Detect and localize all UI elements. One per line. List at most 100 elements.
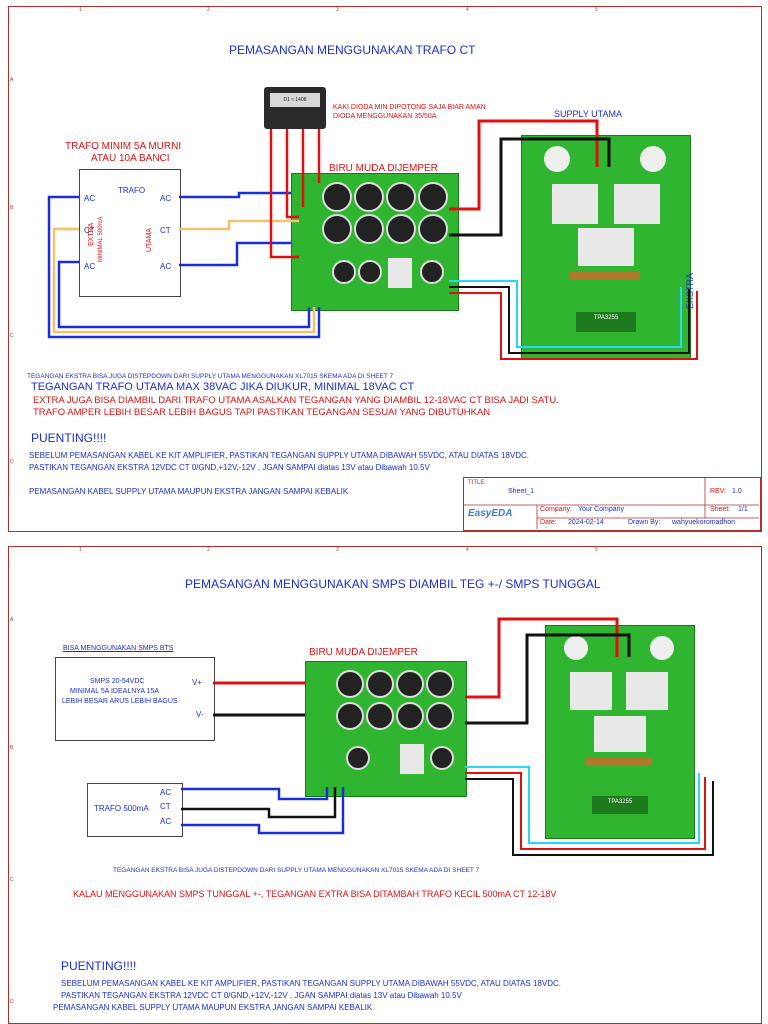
company-label: Company: [540, 506, 572, 513]
wire-cyan-extra [465, 766, 700, 844]
ruler-col-2: 2 [207, 547, 210, 553]
ac-right-bottom-label: AC [160, 262, 172, 271]
ruler-col-4: 4 [466, 7, 469, 13]
ct-label: CT [160, 802, 171, 811]
amplifier-pcb-board: TPA3255 [545, 625, 695, 839]
title-value: Sheet_1 [508, 488, 535, 495]
note-extra-2: TRAFO AMPER LEBIH BESAR LEBIH BAGUS TAPI… [33, 407, 491, 418]
wire-black-supply-gnd [465, 633, 631, 725]
biru-muda-label: BIRU MUDA DIJEMPER [309, 647, 418, 658]
sheet1-wiring [47, 119, 698, 360]
ac-bottom-label: AC [160, 817, 172, 826]
psu-pcb-board [305, 661, 467, 797]
trafo-box: TRAFO AC CT AC AC CT AC EXTRA MINIMAL 50… [79, 169, 181, 297]
ruler-row-b: B [10, 205, 14, 211]
smps-box: SMPS 20-54VDC MINIMAL 5A IDEALNYA 15A LE… [55, 657, 215, 741]
wire-red-extra [465, 772, 706, 850]
ac-left-top-label: AC [84, 194, 96, 203]
wire-blue-ac-left-top [47, 195, 321, 339]
sheet1-title: PEMASANGAN MENGGUNAKAN TRAFO CT [229, 43, 476, 57]
ruler-row-a: A [10, 617, 14, 623]
puenting-line-1: SEBELUM PEMASANGAN KABEL KE KIT AMPLIFIE… [61, 979, 561, 988]
ruler-col-3: 3 [336, 547, 339, 553]
puenting-heading: PUENTING!!!! [61, 959, 137, 973]
amplifier-pcb-board: TPA3255 [521, 135, 691, 359]
wire-blue-ac-top [181, 787, 329, 801]
trafo-500-box: TRAFO 500mA AC CT AC [87, 783, 183, 837]
ruler-row-d: D [10, 459, 14, 465]
ruler-col-3: 3 [336, 7, 339, 13]
title-label: TITLE: [468, 480, 487, 486]
company-value: Your Company [578, 506, 625, 513]
puenting-line-2: PASTIKAN TEGANGAN EKSTRA 12VDC CT 0/GND,… [29, 463, 430, 472]
vminus-label: V- [196, 710, 204, 719]
wire-blue-ac-left-bottom [57, 260, 311, 329]
kaki-note-2: DIODA MENGGUNAKAN 35/50A [333, 113, 437, 120]
wire-black-supply-gnd [449, 137, 611, 237]
rev-value: 1.0 [732, 488, 742, 495]
bridge-rectifier: D1 ≈ 1408 [264, 87, 326, 129]
note-stepdown: TEGANGAN EKSTRA BISA JUGA DISTEPDOWN DAR… [113, 867, 480, 874]
wire-yellow-ct-left [52, 227, 316, 334]
wire-yellow-ct-right [179, 219, 299, 231]
ruler-col-5: 5 [595, 547, 598, 553]
sheet-1: 1 2 3 4 5 A B C D PEMASANGAN MENGGUNAKAN… [8, 6, 762, 532]
drawn-value: wahyuekoromadhon [672, 519, 736, 526]
wire-blue-ac-bottom [181, 787, 345, 835]
note-smps-tunggal: KALAU MENGGUNAKAN SMPS TUNGGAL +-, TEGAN… [73, 889, 557, 899]
ac-left-bottom-label: AC [84, 262, 96, 271]
wire-blue-ac-right-top [179, 191, 291, 199]
wire-red-bridge-2 [285, 129, 299, 219]
kaki-note-1: KAKI DIODA MIN DIPOTONG SAJA BIAR AMAN [333, 104, 486, 111]
easyeda-logo: EasyEDA [468, 508, 513, 519]
ruler-col-1: 1 [79, 547, 82, 553]
ruler-col-2: 2 [207, 7, 210, 13]
ruler-col-1: 1 [79, 7, 82, 13]
sheet-label: Sheet: [710, 506, 731, 513]
supply-utama-label: SUPPLY UTAMA [554, 109, 623, 119]
trafo-500-label: TRAFO 500mA [94, 804, 149, 813]
ruler-row-a: A [10, 77, 14, 83]
wire-black-extra [465, 778, 714, 856]
rev-label: REV: [710, 488, 727, 495]
sheet-2: 1 2 3 4 5 A B C D PEMASANGAN MENGGUNAKAN… [8, 546, 762, 1024]
sheet2-wiring [181, 617, 714, 856]
drawn-label: Drawn By: [628, 519, 661, 526]
trafo-banci-label: ATAU 10A BANCI [91, 153, 170, 164]
trafo-minimum-label: TRAFO MINIM 5A MURNI [65, 141, 182, 152]
pcb-label-tpa: TPA3255 [576, 312, 636, 332]
ac-right-top-label: AC [160, 194, 172, 203]
wire-black-ct [181, 787, 337, 819]
trafo-label: TRAFO [118, 186, 146, 195]
ruler-row-c: C [10, 877, 14, 883]
vplus-label: V+ [192, 678, 203, 687]
ruler-row-b: B [10, 745, 14, 751]
wire-red-extra [449, 291, 698, 360]
note-trafo-max: TEGANGAN TRAFO UTAMA MAX 38VAC JIKA DIUK… [31, 381, 415, 393]
puenting-line-1: SEBELUM PEMASANGAN KABEL KE KIT AMPLIFIE… [29, 451, 529, 460]
sheet2-title: PEMASANGAN MENGGUNAKAN SMPS DIAMBIL TEG … [185, 577, 601, 591]
title-block: TITLE: Sheet_1 REV: 1.0 Company: Your Co… [463, 477, 761, 531]
ruler-row-d: D [10, 999, 14, 1005]
wire-blue-ac-right-bottom [179, 241, 291, 267]
ruler-col-4: 4 [466, 547, 469, 553]
puenting-line-3: PEMASANGAN KABEL SUPPLY UTAMA MAUPUN EKS… [53, 1003, 373, 1012]
puenting-line-2: PASTIKAN TEGANGAN EKSTRA 12VDC CT 0/GND,… [61, 991, 462, 1000]
biru-muda-label: BIRU MUDA DIJEMPER [329, 163, 438, 174]
note-extra-1: EXTRA JUGA BISA DIAMBIL DARI TRAFO UTAMA… [33, 395, 559, 406]
pcb-label-tpa: TPA3255 [592, 796, 648, 814]
smps-line-1: SMPS 20-54VDC [90, 678, 145, 685]
puenting-heading: PUENTING!!!! [31, 431, 107, 445]
smps-line-3: LEBIH BESAR ARUS LEBIH BAGUS [62, 698, 178, 705]
ct-right-label: CT [160, 226, 171, 235]
date-label: Date: [540, 519, 557, 526]
wire-red-bridge-1 [269, 129, 299, 259]
note-stepdown: TEGANGAN EKSTRA BISA JUGA DISTEPDOWN DAR… [27, 373, 394, 380]
wire-red-supply-plus [465, 617, 619, 699]
ct-left-label: CT [84, 226, 95, 235]
wire-cyan-extra [449, 280, 682, 348]
ac-top-label: AC [160, 788, 172, 797]
smps-line-2: MINIMAL 5A IDEALNYA 15A [70, 688, 160, 695]
sheet-value: 1/1 [738, 506, 748, 513]
date-value: 2024-02-14 [568, 519, 604, 526]
